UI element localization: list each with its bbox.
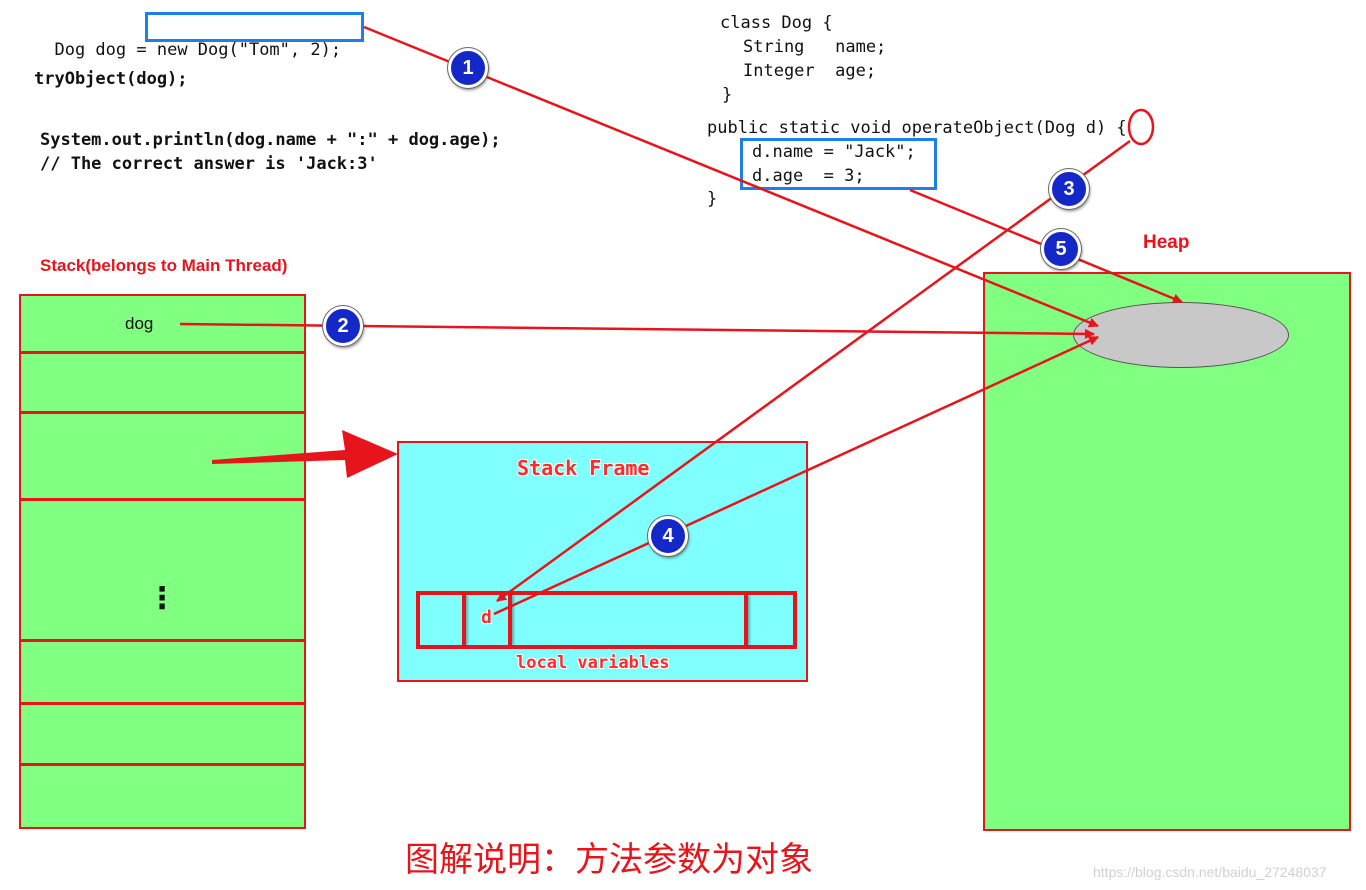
stack-divider (21, 763, 304, 766)
local-slot-divider (462, 595, 466, 645)
code-line-try-object: tryObject(dog); (34, 69, 188, 89)
arrow-step-3 (496, 139, 1131, 603)
local-var-d: d (481, 607, 492, 628)
code-field-age: Integer age; (743, 61, 877, 81)
step-badge-1: 1 (448, 48, 488, 88)
code-stmt-age: d.age = 3; (752, 166, 865, 186)
stack-region: dog ⋮ (19, 294, 306, 829)
stack-divider (21, 702, 304, 705)
arrow-step-1 (363, 25, 1099, 328)
heap-region (983, 272, 1351, 831)
code-class-end: } (722, 85, 733, 105)
code-text: public static void operateObject(Dog (707, 118, 1086, 138)
stack-frame-title: Stack Frame (517, 456, 650, 480)
step-badge-2: 2 (323, 306, 363, 346)
param-highlight-circle (1127, 108, 1155, 146)
heap-dog-object (1073, 302, 1289, 368)
stack-divider (21, 411, 304, 414)
stack-frame: Stack Frame d local variables (397, 441, 808, 682)
highlight-box-new-dog (145, 12, 364, 42)
code-field-name: String name; (743, 37, 887, 57)
code-comment-answer: // The correct answer is 'Jack:3' (40, 154, 378, 174)
stack-ellipsis: ⋮ (147, 581, 177, 616)
highlight-box-assignments (740, 138, 937, 190)
code-line-println: System.out.println(dog.name + ":" + dog.… (40, 130, 501, 150)
step-badge-3: 3 (1049, 169, 1089, 209)
stack-var-dog: dog (125, 314, 154, 333)
step-badge-5: 5 (1041, 229, 1081, 269)
stack-divider (21, 498, 304, 501)
stack-title: Stack(belongs to Main Thread) (40, 256, 288, 275)
code-method-decl: public static void operateObject(Dog d) … (707, 116, 1127, 140)
heap-title: Heap (1143, 232, 1190, 253)
diagram-caption: 图解说明：方法参数为对象 (405, 840, 813, 880)
local-slot-divider (744, 595, 748, 645)
arrow-step-4 (493, 335, 1099, 616)
code-text: ) { (1095, 118, 1127, 138)
arrow-step-2 (179, 322, 1095, 339)
code-line-new-dog: Dog dog = new Dog("Tom", 2); (34, 14, 341, 62)
stack-divider (21, 351, 304, 354)
method-param-d: d (1085, 118, 1096, 138)
code-text: Dog dog = (54, 40, 157, 60)
arrow-stack-to-frame (212, 430, 398, 478)
local-variables-label: local variables (516, 653, 670, 673)
code-class-decl: class Dog { (720, 13, 833, 33)
code-highlight-new-dog: new Dog("Tom", 2); (156, 40, 342, 60)
watermark: https://blog.csdn.net/baidu_27248037 (1093, 864, 1327, 880)
local-slot-divider (508, 595, 512, 645)
step-badge-4: 4 (648, 516, 688, 556)
code-method-end: } (707, 189, 718, 209)
code-stmt-name: d.name = "Jack"; (752, 142, 916, 162)
stack-divider (21, 639, 304, 642)
local-variables-table: d (416, 591, 797, 649)
